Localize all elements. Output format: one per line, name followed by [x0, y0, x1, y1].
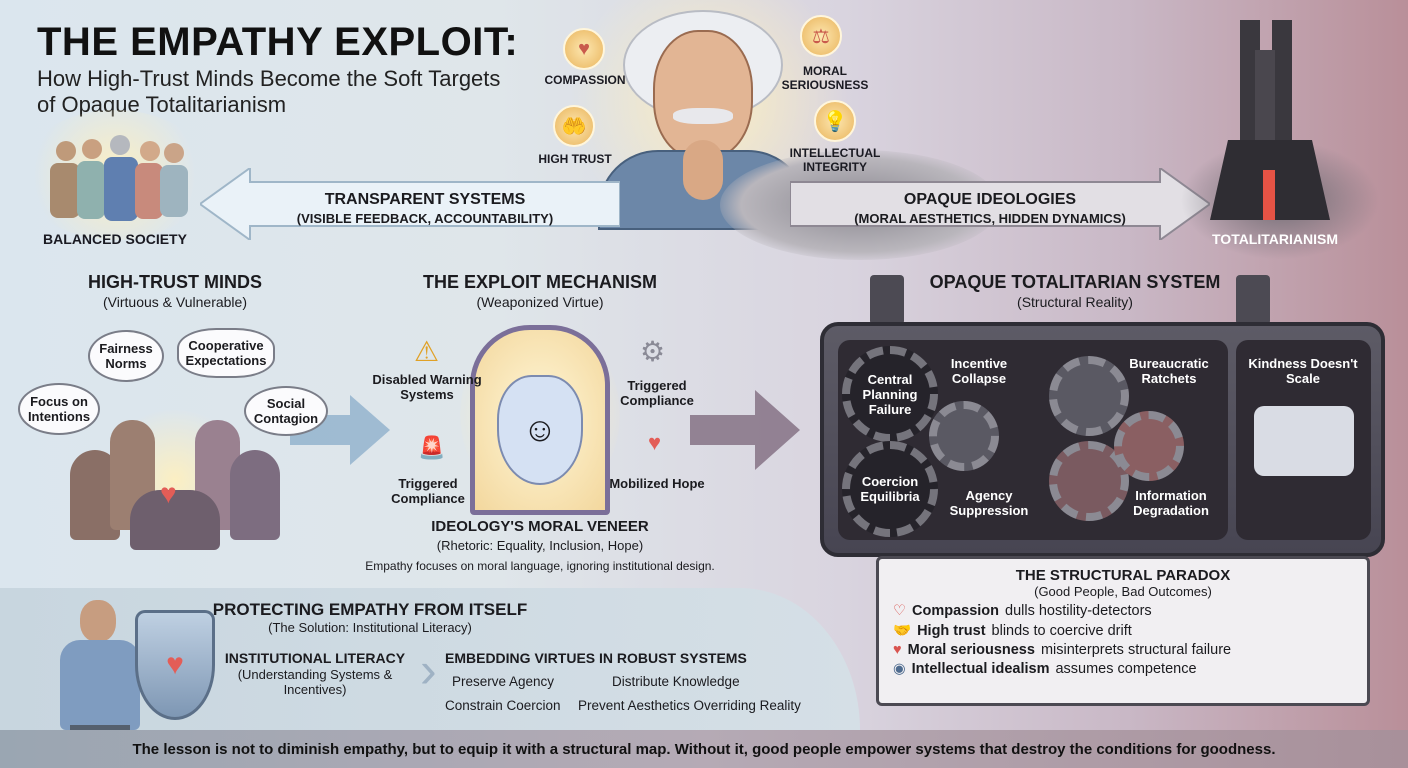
structural-paradox-box: THE STRUCTURAL PARADOX (Good People, Bad… [876, 556, 1370, 706]
paradox-row: ♥ Moral seriousness misinterprets structu… [893, 642, 1353, 658]
warning-icon: ⚠ [414, 336, 440, 367]
gear-icon [1114, 411, 1184, 481]
paradox-trait: Moral seriousness [907, 642, 1035, 658]
thought-bubble: Focus on Intentions [18, 383, 100, 435]
system-part: Central Planning Failure [862, 371, 918, 417]
paradox-trait: Compassion [912, 603, 1000, 619]
paradox-row: ◉ Intellectual idealism assumes competenc… [893, 661, 1353, 677]
mechanism-item: Triggered Compliance [391, 476, 465, 506]
mechanism-item: Mobilized Hope [609, 476, 705, 491]
transparent-systems-sub: (VISIBLE FEEDBACK, ACCOUNTABILITY) [296, 211, 554, 226]
paradox-title: THE STRUCTURAL PARADOX [1015, 567, 1231, 584]
system-part: Kindness Doesn't Scale [1248, 356, 1358, 386]
thought-bubble: Fairness Norms [88, 330, 164, 382]
trait-compassion: COMPASSION [544, 73, 626, 87]
system-part: Agency Suppression [949, 488, 1029, 518]
opaque-ideologies-sub: (MORAL AESTHETICS, HIDDEN DYNAMICS) [854, 211, 1126, 226]
scales-icon: ⚖ [800, 15, 842, 57]
solution-title: PROTECTING EMPATHY FROM ITSELF [212, 600, 528, 619]
system-part: Bureaucratic Ratchets [1129, 356, 1209, 386]
paradox-row: 🤝 High trust blinds to coercive drift [893, 622, 1353, 640]
flow-arrow-dark [690, 390, 800, 470]
pipe [1236, 275, 1270, 325]
paradox-trait: Intellectual idealism [911, 661, 1050, 677]
machine: Central Planning Failure Coercion Equili… [820, 322, 1385, 557]
totalitarianism-label: TOTALITARIANISM [1212, 231, 1338, 247]
brain-icon: ◉ [893, 661, 906, 677]
literacy-title: INSTITUTIONAL LITERACY [224, 650, 406, 666]
paradox-effect: assumes competence [1055, 661, 1197, 677]
literacy-subtitle: (Understanding Systems & Incentives) [237, 667, 393, 697]
person-with-shield: ♥ [40, 600, 220, 768]
page-title: THE EMPATHY EXPLOIT: [37, 20, 519, 64]
mechanism-item: Triggered Compliance [620, 378, 694, 408]
people-group-icon [50, 135, 190, 225]
virtue-item: Constrain Coercion [445, 698, 561, 713]
paradox-effect: misinterprets structural failure [1040, 642, 1232, 658]
caption-band: The lesson is not to diminish empathy, b… [0, 730, 1408, 768]
system-title: OPAQUE TOTALITARIAN SYSTEM [929, 272, 1221, 292]
paradox-effect: blinds to coercive drift [991, 622, 1132, 639]
chevron-right-icon: › [420, 642, 437, 698]
system-part: Information Degradation [1133, 488, 1209, 518]
paradox-row: ♡ Compassion dulls hostility-detectors [893, 603, 1353, 619]
paradox-effect: dulls hostility-detectors [1005, 603, 1152, 619]
trust-hand-icon: 🤲 [553, 105, 595, 147]
circle-of-people [70, 400, 280, 550]
opaque-ideologies-title: OPAQUE IDEOLOGIES [903, 191, 1077, 208]
solution-subtitle: (The Solution: Institutional Literacy) [268, 620, 472, 635]
compassion-icon: ♥ [563, 28, 605, 70]
mechanism-subtitle: (Weaponized Virtue) [476, 294, 604, 310]
thought-bubble: Cooperative Expectations [177, 328, 275, 378]
system-part: Incentive Collapse [950, 356, 1008, 386]
tower-icon [1210, 20, 1330, 220]
hand-heart-icon: ♥ [648, 430, 662, 455]
trait-intellectual-integrity: INTELLECTUAL INTEGRITY [789, 146, 881, 174]
shield-heart-icon: ♥ [135, 610, 215, 720]
flow-arrow [290, 395, 390, 465]
mechanism-title: THE EXPLOIT MECHANISM [422, 272, 657, 292]
page-subtitle: How High-Trust Minds Become the Soft Tar… [37, 66, 501, 117]
heartbeat-icon: ♥ [893, 642, 902, 658]
lightbulb-icon: 💡 [814, 100, 856, 142]
handshake-icon: 🤝 [893, 623, 912, 639]
trait-moral-seriousness: MORAL SERIOUSNESS [781, 64, 869, 92]
mechanism-item: Disabled Warning Systems [372, 372, 482, 402]
transparent-arrow [200, 168, 620, 240]
paradox-subtitle: (Good People, Bad Outcomes) [1034, 584, 1212, 599]
alarm-light-icon: 🚨 [418, 435, 446, 460]
gear-icon [1049, 356, 1129, 436]
high-trust-title: HIGH-TRUST MINDS [88, 272, 262, 292]
heart-icon: ♥ [160, 478, 177, 509]
caption-text: The lesson is not to diminish empathy, b… [132, 740, 1276, 758]
paradox-trait: High trust [917, 622, 986, 639]
system-subtitle: (Structural Reality) [1017, 294, 1133, 310]
virtue-item: Preserve Agency [452, 674, 555, 689]
virtue-item: Prevent Aesthetics Overriding Reality [578, 698, 801, 713]
opaque-arrow [790, 168, 1210, 240]
crushed-shapes [1254, 406, 1354, 476]
embed-title: EMBEDDING VIRTUES IN ROBUST SYSTEMS [445, 650, 747, 666]
virtue-item: Distribute Knowledge [612, 674, 740, 689]
gear-icon: ⚙ [640, 336, 666, 367]
gear-icon [929, 401, 999, 471]
system-part: Coercion Equilibria [860, 474, 920, 504]
mask-icon: ☺ [497, 375, 583, 485]
heart-icon: ♡ [893, 603, 906, 619]
pipe [870, 275, 904, 325]
transparent-systems-title: TRANSPARENT SYSTEMS [324, 191, 526, 208]
thought-bubble: Social Contagion [244, 386, 328, 436]
veneer-subtitle: (Rhetoric: Equality, Inclusion, Hope) [436, 538, 644, 553]
trait-high-trust: HIGH TRUST [538, 152, 612, 166]
veneer-note: Empathy focuses on moral language, ignor… [365, 559, 715, 573]
high-trust-subtitle: (Virtuous & Vulnerable) [103, 294, 247, 310]
balanced-society-label: BALANCED SOCIETY [43, 231, 187, 247]
veneer-title: IDEOLOGY'S MORAL VENEER [431, 518, 649, 535]
